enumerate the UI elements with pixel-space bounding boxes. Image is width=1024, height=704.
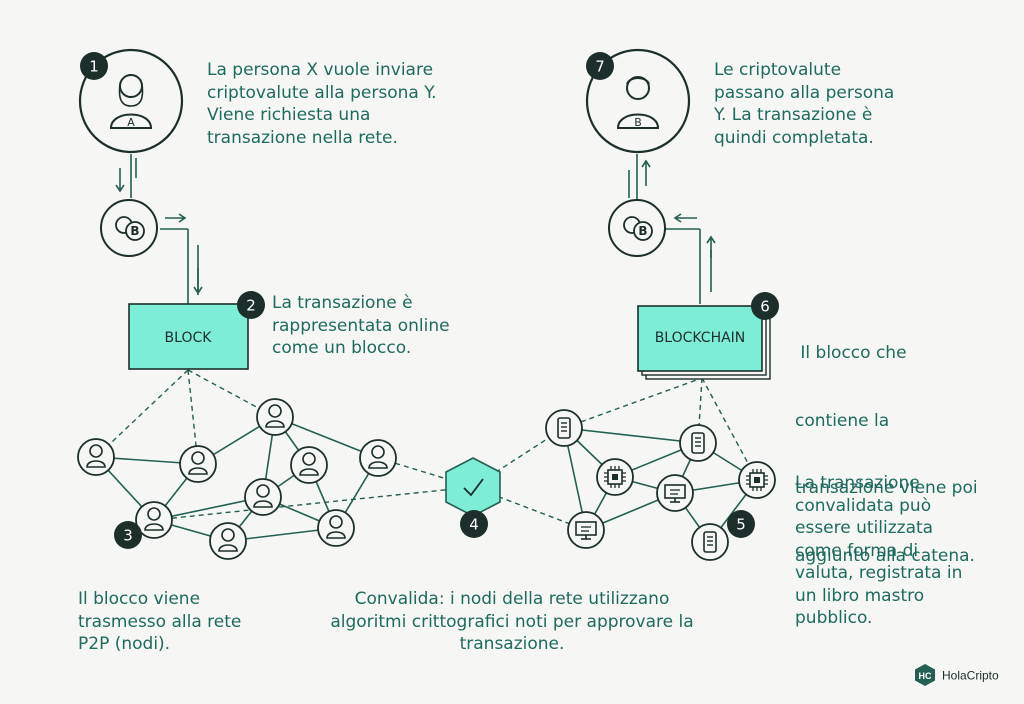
step-badge-1: 1	[80, 52, 108, 80]
validation-hexagon	[445, 457, 501, 517]
validator-node	[545, 409, 583, 447]
brand-logo-letters: HC	[919, 671, 932, 681]
chip-icon	[745, 468, 769, 492]
p2p-node	[359, 439, 397, 477]
step-6-description: Il blocco che contiene la transazione vi…	[795, 343, 978, 566]
validator-node	[691, 523, 729, 561]
block-label: BLOCK	[165, 330, 213, 346]
flow-left-connector	[115, 154, 203, 304]
coin-node-left: B	[100, 199, 158, 257]
person-a-letter: A	[127, 116, 135, 129]
coin-node-right: B	[608, 199, 666, 257]
validator-node	[738, 461, 776, 499]
blockchain-label: BLOCKCHAIN	[655, 330, 746, 346]
p2p-node	[290, 446, 328, 484]
person-a-node: A	[78, 48, 184, 154]
step-1-description: La persona X vuole inviare criptovalute …	[207, 60, 437, 148]
brand-name: HolaCripto	[942, 669, 999, 683]
step-3-description: Il blocco viene trasmesso alla rete P2P …	[78, 589, 242, 654]
p2p-node	[209, 522, 247, 560]
p2p-node	[317, 509, 355, 547]
step-badge-6: 6	[751, 292, 779, 320]
step-4-description: Convalida: i nodi della rete utilizzano …	[330, 589, 694, 654]
step-badge-2: 2	[237, 291, 265, 319]
chip-icon	[603, 465, 627, 489]
check-icon	[463, 478, 484, 497]
p2p-node	[135, 501, 173, 539]
broadcast-lines-left	[95, 369, 474, 521]
validator-node	[567, 511, 605, 549]
flow-right-connector	[628, 154, 716, 304]
p2p-node	[256, 398, 294, 436]
step-badge-7-text: 7	[595, 58, 605, 76]
validator-node	[656, 474, 694, 512]
step-7-description: Le criptovalute passano alla persona Y. …	[714, 60, 895, 148]
step-5-description: La transazione convalidata può essere ut…	[795, 473, 963, 628]
p2p-node	[77, 438, 115, 476]
validator-node	[679, 424, 717, 462]
step-2-description: La transazione è rappresentata online co…	[272, 293, 450, 358]
coin-symbol-right: B	[638, 224, 647, 238]
person-b-node: B	[585, 48, 691, 154]
step-badge-6-text: 6	[760, 298, 770, 316]
coin-symbol-left: B	[130, 224, 139, 238]
p2p-node	[179, 445, 217, 483]
step-badge-1-text: 1	[89, 58, 99, 76]
step-badge-5: 5	[727, 510, 755, 538]
step-badge-4-text: 4	[469, 516, 479, 534]
brand-logo: HC HolaCripto	[915, 664, 999, 686]
step-badge-2-text: 2	[246, 297, 256, 315]
step-badge-3-text: 3	[123, 527, 133, 545]
p2p-node	[244, 478, 282, 516]
validator-node	[596, 458, 634, 496]
blockchain-stack: BLOCKCHAIN	[637, 305, 771, 380]
person-b-letter: B	[634, 116, 642, 129]
step-badge-4: 4	[460, 510, 488, 538]
step-badge-3: 3	[114, 521, 142, 549]
step-badge-5-text: 5	[736, 516, 746, 534]
step-badge-7: 7	[586, 52, 614, 80]
block-box: BLOCK	[128, 303, 249, 370]
